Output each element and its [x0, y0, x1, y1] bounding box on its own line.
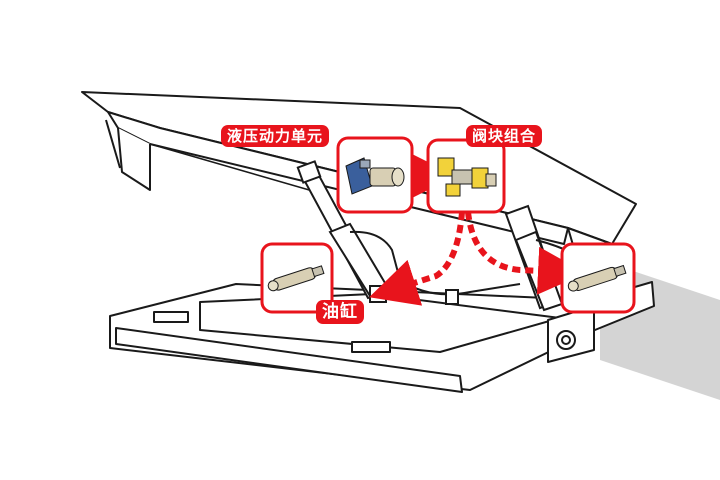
valve-block-icon — [437, 157, 497, 197]
hydraulic-power-unit-icon — [345, 157, 405, 195]
cylinder-icon — [267, 265, 325, 292]
label-valve-block: 阀块组合 — [466, 125, 543, 147]
label-cylinder: 油缸 — [316, 300, 364, 324]
callout-valve-block — [426, 138, 506, 214]
cylinder-icon — [567, 264, 627, 292]
callout-hydraulic-power-unit — [336, 136, 414, 214]
label-hydraulic-power-unit: 液压动力单元 — [221, 125, 330, 147]
callout-cylinder-left — [260, 242, 334, 314]
callout-cylinder-right — [560, 242, 636, 314]
